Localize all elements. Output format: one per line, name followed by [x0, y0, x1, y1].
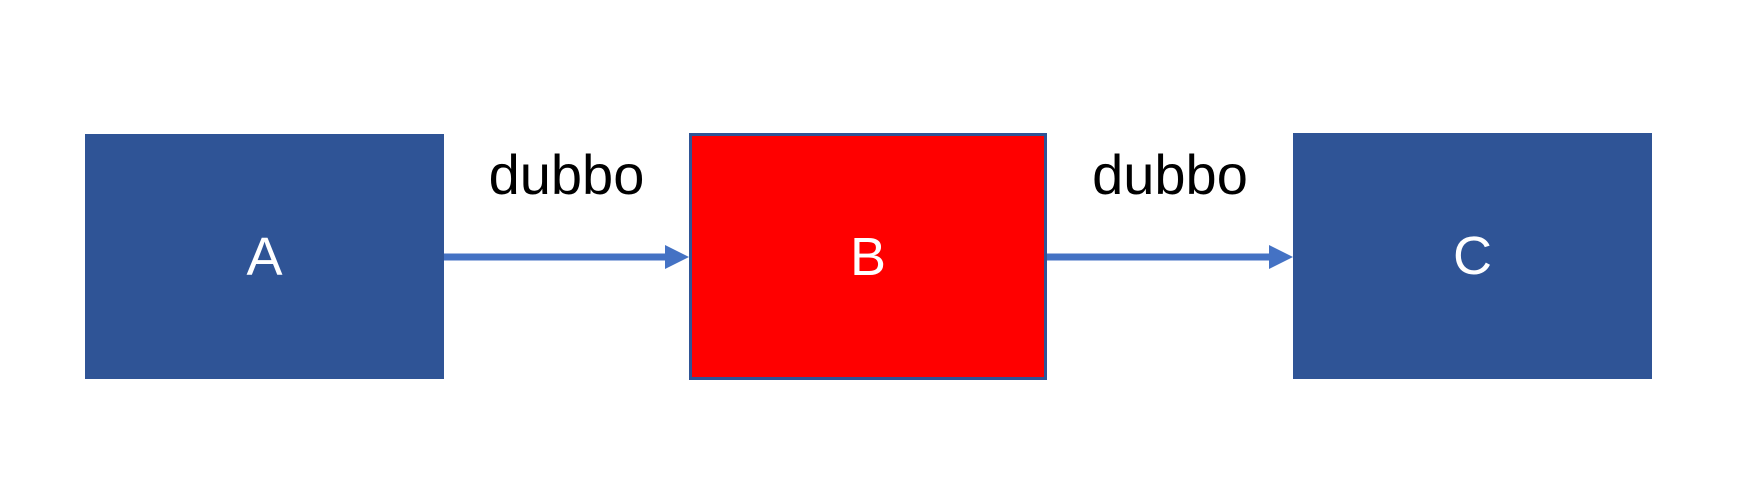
node-a-label: A [246, 226, 283, 287]
arrow-b-c-head [1269, 245, 1293, 269]
arrow-a-b-icon [444, 245, 689, 269]
arrow-a-b-head [665, 245, 689, 269]
node-b: B [689, 133, 1047, 380]
node-c-label: C [1453, 226, 1492, 286]
edge-label-b-c: dubbo [1092, 143, 1248, 206]
arrow-b-c-icon [1047, 245, 1293, 269]
node-a: A [85, 134, 444, 379]
node-b-label: B [849, 226, 887, 287]
edge-label-a-b: dubbo [488, 143, 645, 206]
node-c: C [1293, 133, 1652, 379]
